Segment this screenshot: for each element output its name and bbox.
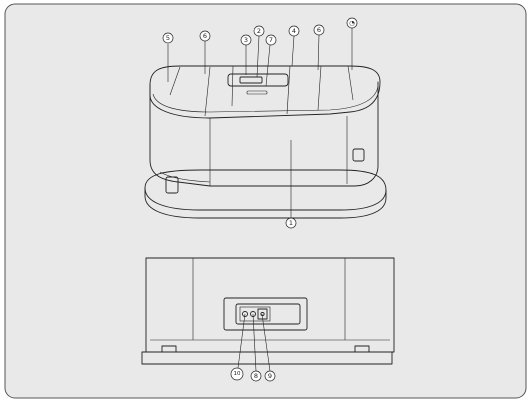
callout-label: 6: [203, 32, 207, 40]
connector-panel: [223, 297, 308, 331]
callout-label: 2: [257, 27, 261, 35]
callout-label: 4: [292, 27, 296, 35]
callout-label: 5: [166, 34, 170, 42]
base-plate: [144, 148, 387, 219]
dock-top-view: [144, 28, 387, 219]
callout-10: 10: [230, 367, 244, 381]
callout-6-right: 6: [313, 24, 325, 36]
callout-label: 1: [289, 219, 293, 227]
callout-2: 2: [253, 25, 265, 37]
callout-7: 7: [265, 34, 277, 46]
callout-9: 9: [264, 370, 276, 382]
callout-8: 8: [250, 370, 262, 382]
callout-label: ◔: [349, 19, 355, 27]
callout-label: 7: [269, 36, 273, 44]
top-leaders: [167, 28, 353, 218]
callout-3: 3: [240, 34, 252, 46]
callout-5: 5: [162, 32, 174, 44]
callout-label: 10: [234, 371, 241, 377]
dock-back-view: [141, 257, 395, 372]
callout-label: 8: [254, 372, 258, 380]
callout-label: 3: [244, 36, 248, 44]
callout-6-left: 6: [199, 30, 211, 42]
callout-label: 6: [317, 26, 321, 34]
callout-1: 1: [285, 217, 297, 229]
dock-body: [149, 65, 381, 187]
callout-label: 9: [268, 372, 272, 380]
callout-11: ◔: [346, 17, 358, 29]
diagram-panel: [4, 3, 527, 399]
callout-4: 4: [288, 25, 300, 37]
port-10: [242, 311, 248, 317]
